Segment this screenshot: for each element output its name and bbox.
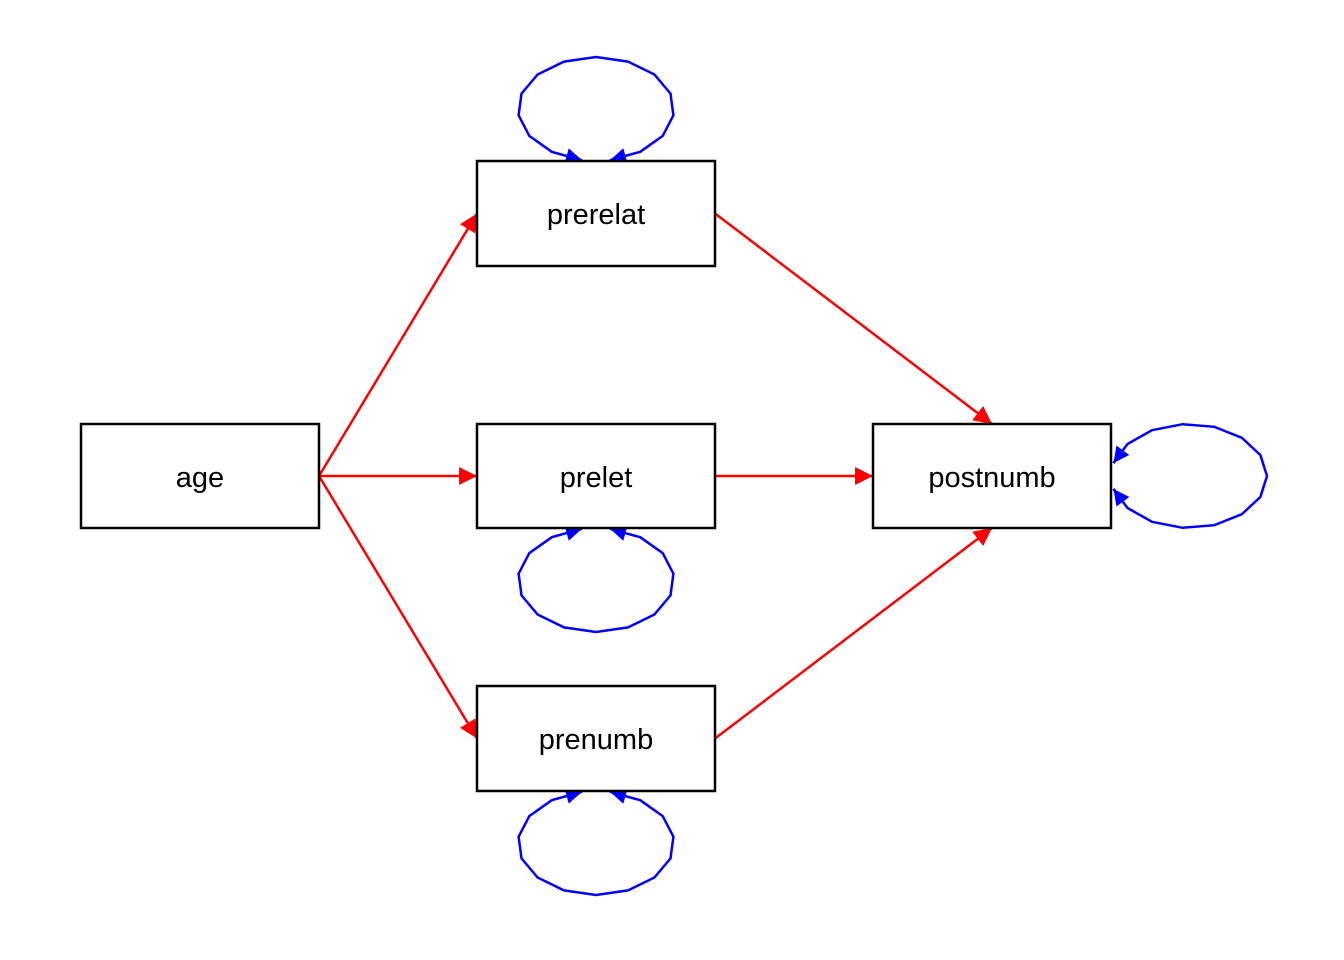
node-prenumb-label: prenumb xyxy=(539,724,653,756)
node-postnumb-box xyxy=(871,422,1113,530)
node-prerelat-box xyxy=(475,159,717,268)
node-prenumb: prenumb xyxy=(475,684,717,793)
variance-loop-postnumb-start-arrowhead xyxy=(1113,488,1130,507)
node-age-box xyxy=(79,422,321,530)
path-arrow-prerelat-to-postnumb xyxy=(714,212,993,425)
node-postnumb-label: postnumb xyxy=(928,462,1055,494)
node-age-label: age xyxy=(176,462,224,494)
node-prerelat: prerelat xyxy=(475,159,717,268)
path-arrow-age-to-prerelat xyxy=(317,212,479,477)
node-prerelat-label: prerelat xyxy=(547,199,645,231)
node-age: age xyxy=(79,422,321,530)
node-postnumb: postnumb xyxy=(871,422,1113,530)
variance-loop-prenumb xyxy=(517,788,675,897)
node-prelet-box xyxy=(475,422,717,530)
node-prenumb-box xyxy=(475,684,717,793)
variance-loop-prerelat xyxy=(517,55,675,164)
node-prelet-label: prelet xyxy=(560,462,633,494)
variance-loop-prelet xyxy=(517,525,675,634)
path-arrow-age-to-prenumb xyxy=(317,475,479,740)
variance-loop-postnumb xyxy=(1112,422,1269,530)
path-arrow-prenumb-to-postnumb xyxy=(714,527,993,740)
path-edges xyxy=(317,212,993,740)
node-prelet: prelet xyxy=(475,422,717,530)
